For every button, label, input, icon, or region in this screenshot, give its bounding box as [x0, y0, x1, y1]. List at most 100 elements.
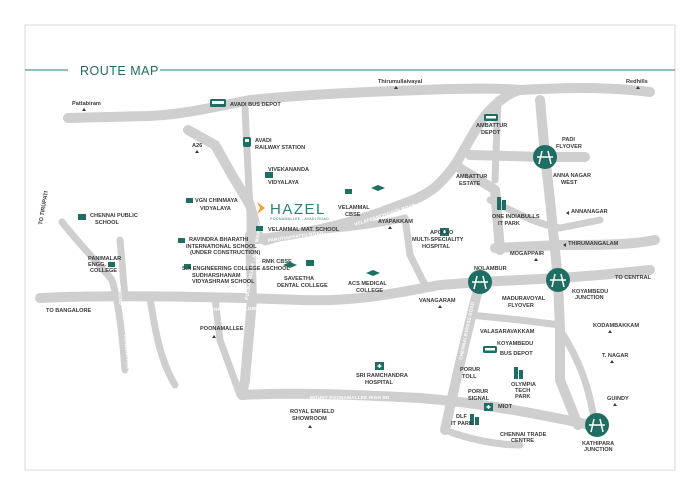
road-bypass: [440, 277, 485, 435]
place-thirumangalam: THIRUMANGALAM: [568, 241, 619, 247]
place-dlf-1: DLF: [456, 414, 467, 420]
road-redhills: [515, 83, 655, 97]
place-labels: Thirumullaivayal Redhills Pattabiram AVA…: [38, 79, 651, 453]
building-icon: [475, 417, 479, 425]
building-icon: [502, 200, 506, 210]
place-miot: MIOT: [498, 404, 513, 410]
brand-tagline: POONAMALLEE - AVADI ROAD: [270, 217, 329, 221]
label-mount-poonamallee: MOUNT POONAMALLEE HIGH RD: [310, 395, 390, 400]
hospital-icon: [484, 403, 493, 411]
school-icon: [108, 262, 115, 267]
road-poonamallee-south: [211, 294, 244, 399]
place-anna-nagar-west-1: ANNA NAGAR: [553, 173, 591, 179]
place-padi-1: PADI: [562, 137, 575, 143]
place-padi-2: FLYOVER: [556, 144, 582, 150]
place-panimalar-3: COLLEGE: [90, 268, 117, 274]
place-rmk-1: RMK CBSE: [262, 259, 292, 265]
school-icon: [256, 226, 263, 231]
road-ambattur-estate: [450, 160, 505, 255]
building-icon: [519, 370, 523, 379]
place-vanagaram: VANAGARAM: [419, 298, 456, 304]
place-velammal-cbse-2: CBSE: [345, 212, 361, 218]
road-panimalar: [116, 236, 129, 302]
bus-icon: [483, 346, 497, 353]
place-saveetha-2: DENTAL COLLEGE: [277, 283, 328, 289]
place-sa-3: VIDYASHRAM SCHOOL: [192, 279, 255, 285]
place-apollo-1: APOLLO: [430, 230, 454, 236]
place-a26: A26: [192, 143, 202, 149]
place-maduravoyal-1: MADURAVOYAL: [502, 296, 546, 302]
place-vgn-2: VIDYALAYA: [200, 206, 231, 212]
place-ravindra-2: INTERNATIONAL SCHOOL: [186, 244, 257, 250]
kathipara-junction-icon: [585, 413, 609, 437]
place-valasaravakkam: VALASARAVAKKAM: [480, 329, 535, 335]
place-saveetha-1: SAVEETHA: [284, 276, 314, 282]
place-koyambedu-junction-1: KOYAMBEDU: [572, 289, 608, 295]
place-avadi-bus-depot: AVADI BUS DEPOT: [230, 102, 281, 108]
bus-icon: [484, 114, 498, 121]
road-tirupati: [58, 218, 129, 374]
place-ambattur-estate-2: ESTATE: [459, 181, 481, 187]
place-thirumullaivayal: Thirumullaivayal: [378, 79, 423, 85]
place-annanagar: ANNANAGAR: [571, 209, 608, 215]
road-padi-flyover: [465, 150, 590, 162]
school-icon: [186, 198, 193, 203]
road-nh4: [35, 265, 655, 306]
school-icon: [184, 264, 191, 269]
place-to-tirupati: TO TIRUPATI: [38, 190, 50, 225]
place-apollo-3: HOSPITAL: [422, 244, 450, 250]
college-icon: [366, 270, 380, 276]
road-valasaravakkam: [466, 311, 564, 329]
place-vgn-1: VGN CHINMAYA: [195, 198, 238, 204]
place-vivekananda-2: VIDYALAYA: [268, 180, 299, 186]
place-t-nagar: T. NAGAR: [602, 353, 628, 359]
place-panimalar-2: ENGG.: [88, 262, 106, 268]
place-ambattur-estate-1: AMBATTUR: [456, 174, 487, 180]
place-koyambedu-junction-2: JUNCTION: [575, 295, 604, 301]
place-nolambur: NOLAMBUR: [474, 266, 507, 272]
place-royal-enfield-1: ROYAL ENFIELD: [290, 409, 334, 415]
place-maduravoyal-2: FLYOVER: [508, 303, 534, 309]
college-icon: [283, 262, 297, 268]
label-thiruvallur: THIRUVALLUR ROAD: [114, 255, 123, 306]
road-ambattur-depot: [491, 96, 502, 184]
road-mount-poonamallee: [237, 388, 595, 430]
place-mogappair: MOGAPPAIR: [510, 251, 544, 257]
place-avadi-railway-2: RAILWAY STATION: [255, 145, 305, 151]
place-sri-ramachandra-2: HOSPITAL: [365, 380, 393, 386]
road-avadi: [63, 83, 525, 123]
road-thirumangalam: [490, 235, 660, 253]
place-panimalar-1: PANIMALAR: [88, 256, 121, 262]
padi-flyover-icon: [533, 145, 557, 169]
place-anna-nagar-west-2: WEST: [561, 180, 578, 186]
school-icon: [306, 260, 314, 266]
hospital-icon: [375, 362, 384, 370]
place-apollo-2: MULTI-SPECIALITY: [412, 237, 464, 243]
school-icon: [78, 214, 86, 220]
place-acs-1: ACS MEDICAL: [348, 281, 387, 287]
place-redhills: Redhills: [626, 79, 648, 85]
place-pattabiram: Pattabiram: [72, 101, 101, 107]
brand-name: HAZEL: [270, 201, 326, 218]
road-porur: [441, 426, 524, 449]
koyambedu-junction-icon: [546, 268, 570, 292]
train-icon: [243, 137, 251, 147]
place-ambattur-depot-1: AMBATTUR: [476, 123, 507, 129]
place-velammal-cbse-1: VELAMMAL: [338, 205, 370, 211]
place-chennai-public-1: CHENNAI PUBLIC: [90, 213, 138, 219]
label-nh4: CHENNAI - BANGALORE HIGHWAY NH - 4: [200, 305, 299, 312]
place-one-indiabulls-1: ONE INDIABULLS: [492, 214, 540, 220]
place-poonamallee: POONAMALLEE: [200, 326, 244, 332]
place-sri-ramachandra-1: SRI RAMCHANDRA: [356, 373, 408, 379]
place-chennai-trade-2: CENTRE: [511, 438, 534, 444]
road-paruthippattu: [261, 214, 409, 246]
place-olympia-2: TECH: [515, 388, 530, 394]
place-chennai-public-2: SCHOOL: [95, 220, 120, 226]
school-icon: [178, 238, 185, 243]
place-to-central: TO CENTRAL: [615, 275, 652, 281]
place-chennai-trade-1: CHENNAI TRADE: [500, 432, 547, 438]
hospital-icon: [440, 228, 449, 236]
place-to-bangalore: TO BANGALORE: [46, 308, 92, 314]
place-porur-signal-1: PORUR: [468, 389, 488, 395]
project-marker-icon: [257, 202, 265, 214]
